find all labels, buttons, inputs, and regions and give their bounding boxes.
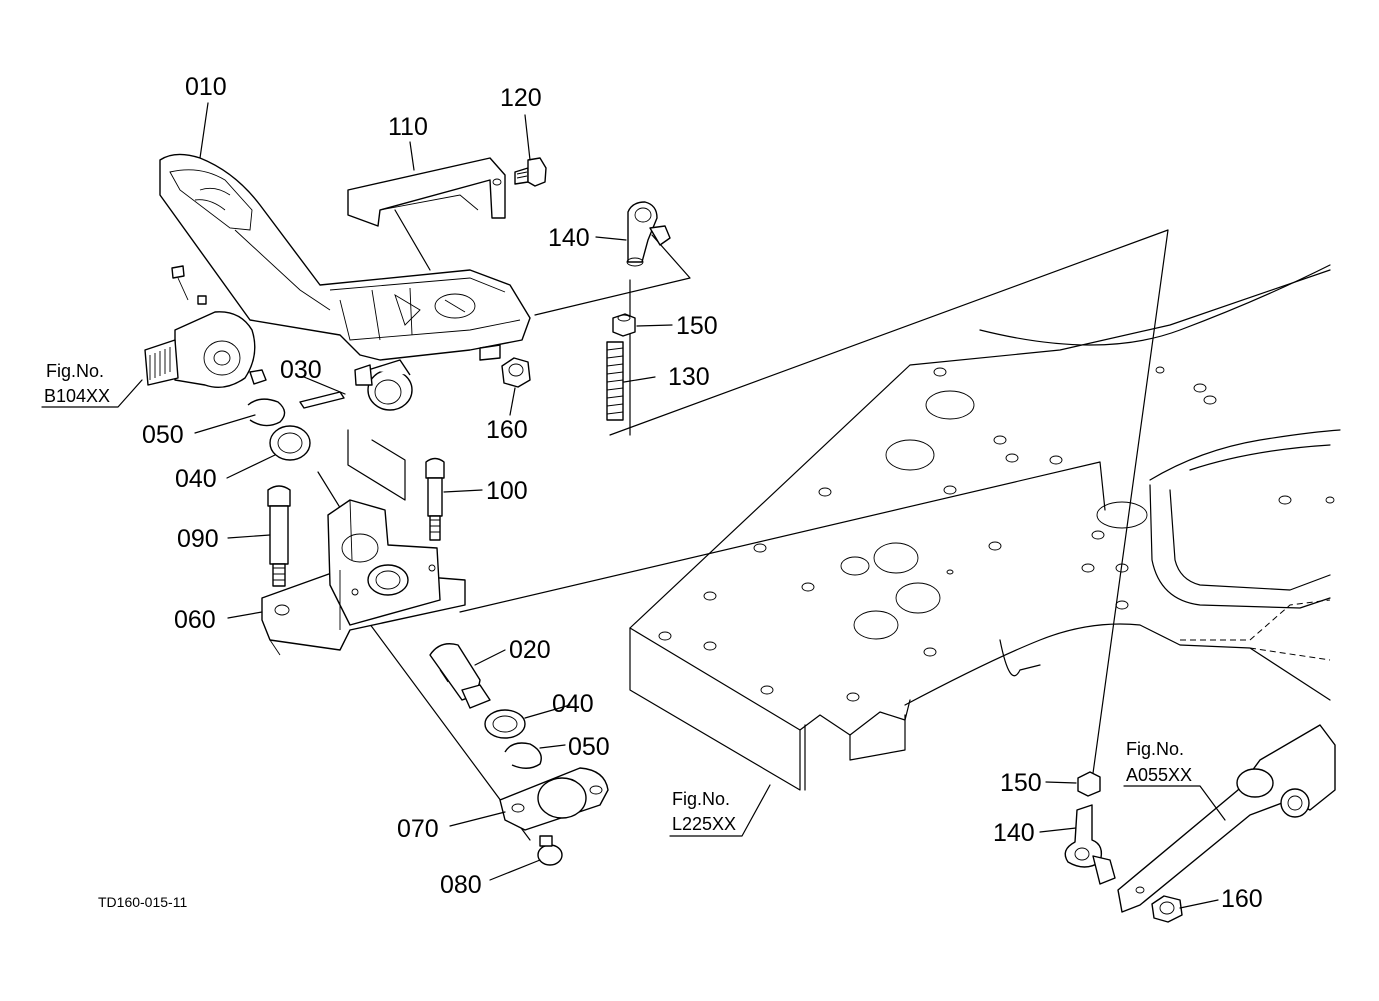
bearing-040-upper (269, 425, 311, 461)
ball-joint-140-upper (626, 201, 671, 267)
fig-ref-l225-label: Fig.No. (672, 789, 730, 809)
nut-160-upper (501, 357, 531, 388)
label-090: 090 (177, 525, 219, 553)
label-040-lower: 040 (552, 690, 594, 718)
threaded-rod-130 (606, 341, 624, 421)
label-100: 100 (486, 477, 528, 505)
fig-ref-a055-code: A055XX (1126, 765, 1192, 785)
pedal-lever-010 (159, 153, 531, 411)
cover-070 (499, 767, 609, 831)
snap-ring-050-upper (247, 398, 286, 427)
shaft-020 (429, 643, 491, 709)
label-030: 030 (280, 356, 322, 384)
label-060: 060 (174, 606, 216, 634)
label-150-upper: 150 (676, 312, 718, 340)
floor-plate (629, 264, 1341, 791)
label-110: 110 (388, 113, 428, 141)
label-140-upper: 140 (548, 224, 590, 252)
fig-ref-l225-code: L225XX (672, 814, 736, 834)
label-150-lower: 150 (1000, 769, 1042, 797)
label-070: 070 (397, 815, 439, 843)
label-050-upper: 050 (142, 421, 184, 449)
snap-ring-050-lower (504, 742, 542, 769)
ball-joint-140-lower (1064, 804, 1116, 885)
label-160-lower: 160 (1221, 885, 1263, 913)
figure-references: Fig.No. B104XX Fig.No. L225XX Fig.No. A0… (44, 361, 1192, 834)
label-130: 130 (668, 363, 710, 391)
nut-150-lower (1077, 771, 1101, 797)
bolt-100 (425, 457, 445, 541)
plug-080 (537, 835, 563, 866)
fig-ref-a055-label: Fig.No. (1126, 739, 1184, 759)
pin-030 (299, 391, 345, 409)
bolt-120 (514, 157, 547, 187)
label-160-upper: 160 (486, 416, 528, 444)
label-120: 120 (500, 84, 542, 112)
fig-ref-b104-code: B104XX (44, 386, 110, 406)
nut-150-upper (612, 313, 636, 337)
callout-lines (41, 102, 1226, 909)
bearing-040-lower (484, 709, 526, 739)
label-040-upper: 040 (175, 465, 217, 493)
label-010: 010 (185, 73, 227, 101)
label-020: 020 (509, 636, 551, 664)
label-140-lower: 140 (993, 819, 1035, 847)
fig-ref-b104-label: Fig.No. (46, 361, 104, 381)
nut-160-lower (1151, 895, 1183, 923)
part-labels: 010 110 120 140 150 130 030 160 050 040 … (142, 73, 1263, 913)
bolt-090 (267, 485, 291, 587)
sensor-b104 (144, 265, 267, 388)
label-080: 080 (440, 871, 482, 899)
leader-lines (317, 209, 1169, 841)
drawing-code: TD160-015-11 (98, 894, 187, 910)
housing-060 (261, 499, 466, 656)
label-050-lower: 050 (568, 733, 610, 761)
bracket-110 (347, 157, 506, 227)
linkage-a055 (1117, 724, 1336, 913)
